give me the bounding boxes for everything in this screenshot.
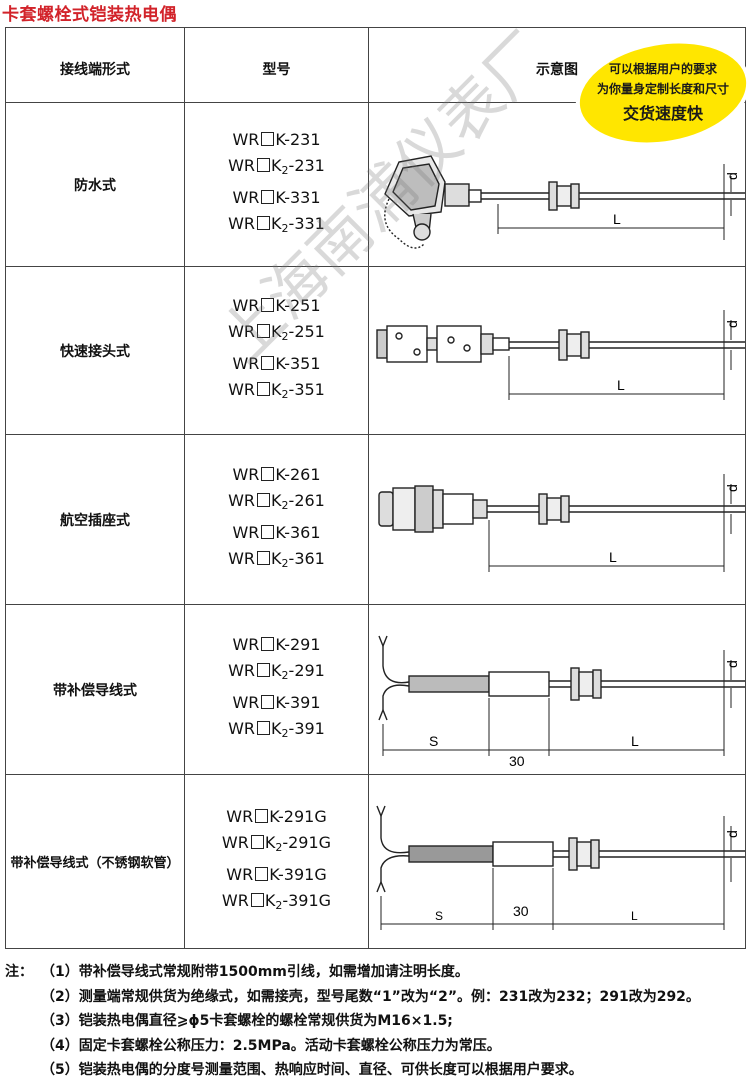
placeholder-box-icon xyxy=(257,324,271,338)
dim-diameter-label: d xyxy=(724,320,740,328)
note-item: （5）铠装热电偶的分度号测量范围、热响应时间、直径、可供长度可以根据用户要求。 xyxy=(41,1062,583,1078)
terminal-type-cell: 防水式 xyxy=(5,102,185,267)
badge-line-3: 交货速度快 xyxy=(622,104,703,123)
terminal-type-cell: 快速接头式 xyxy=(5,266,185,435)
page-title: 卡套螺栓式铠装热电偶 xyxy=(2,5,177,25)
dim-length-label: L xyxy=(609,549,617,565)
notes-label: 注： xyxy=(5,964,33,980)
note-item: （2）测量端常规供货为绝缘式，如需接壳，型号尾数“1”改为“2”。例：231改为… xyxy=(41,988,700,1005)
placeholder-box-icon xyxy=(257,382,271,396)
placeholder-box-icon xyxy=(261,694,275,709)
dim-30-label: 30 xyxy=(513,903,529,919)
diagram-cell: L d xyxy=(368,434,746,605)
diagram-cell: S 30 L d xyxy=(368,604,746,775)
placeholder-box-icon xyxy=(261,466,275,481)
dim-diameter-label: d xyxy=(724,172,740,180)
placeholder-box-icon xyxy=(257,721,271,735)
terminal-type-cell: 带补偿导线式（不锈钢软管） xyxy=(5,774,185,949)
quick-connector-diagram: L d xyxy=(376,309,745,400)
waterproof-head-diagram: L d xyxy=(384,154,745,249)
dim-length-label: L xyxy=(617,377,625,393)
custom-size-badge: 可以根据用户的要求 为你量身定制长度和尺寸 交货速度快 xyxy=(573,36,750,150)
placeholder-box-icon xyxy=(250,835,264,849)
placeholder-box-icon xyxy=(255,808,269,823)
placeholder-box-icon xyxy=(250,893,264,907)
stainless-hose-diagram: S 30 L d xyxy=(376,805,745,930)
dim-30-label: 30 xyxy=(509,753,525,769)
placeholder-box-icon xyxy=(261,297,275,312)
placeholder-box-icon xyxy=(261,189,275,204)
dim-s-label: S xyxy=(429,733,438,749)
badge-line-1: 可以根据用户的要求 xyxy=(608,62,717,76)
dim-diameter-label: d xyxy=(724,484,740,492)
header-terminal-type: 接线端形式 xyxy=(5,27,185,103)
placeholder-box-icon xyxy=(261,636,275,651)
placeholder-box-icon xyxy=(257,493,271,507)
note-item: （1）带补偿导线式常规附带1500mm引线，如需增加请注明长度。 xyxy=(41,964,469,980)
terminal-type-cell: 航空插座式 xyxy=(5,434,185,605)
note-item: （3）铠装热电偶直径⩾ϕ5卡套螺栓的螺栓常规供货为M16×1.5; xyxy=(41,1013,453,1029)
placeholder-box-icon xyxy=(257,551,271,565)
placeholder-box-icon xyxy=(257,663,271,677)
compensating-wire-diagram: S 30 L d xyxy=(378,635,745,769)
dim-length-label: L xyxy=(631,909,638,923)
dim-diameter-label: d xyxy=(724,660,740,668)
dim-length-label: L xyxy=(631,733,639,749)
dim-diameter-label: d xyxy=(724,830,740,838)
placeholder-box-icon xyxy=(261,131,275,146)
badge-ellipse-icon xyxy=(575,39,750,147)
placeholder-box-icon xyxy=(261,524,275,539)
diagram-cell: S 30 L d xyxy=(368,774,746,949)
placeholder-box-icon xyxy=(257,216,271,230)
placeholder-box-icon xyxy=(257,158,271,172)
header-model: 型号 xyxy=(183,27,370,103)
dim-length-label: L xyxy=(613,211,621,227)
aviation-socket-diagram: L d xyxy=(378,473,745,572)
placeholder-box-icon xyxy=(255,866,269,881)
terminal-type-cell: 带补偿导线式 xyxy=(5,604,185,775)
placeholder-box-icon xyxy=(261,355,275,370)
dim-s-label: S xyxy=(435,909,443,923)
badge-line-2: 为你量身定制长度和尺寸 xyxy=(596,82,729,96)
note-item: （4）固定卡套螺栓公称压力：2.5MPa。活动卡套螺栓公称压力为常压。 xyxy=(41,1037,501,1054)
notes-section: 注： （1）带补偿导线式常规附带1500mm引线，如需增加请注明长度。 （2）测量… xyxy=(5,960,700,1083)
diagram-cell: L d xyxy=(368,266,746,435)
